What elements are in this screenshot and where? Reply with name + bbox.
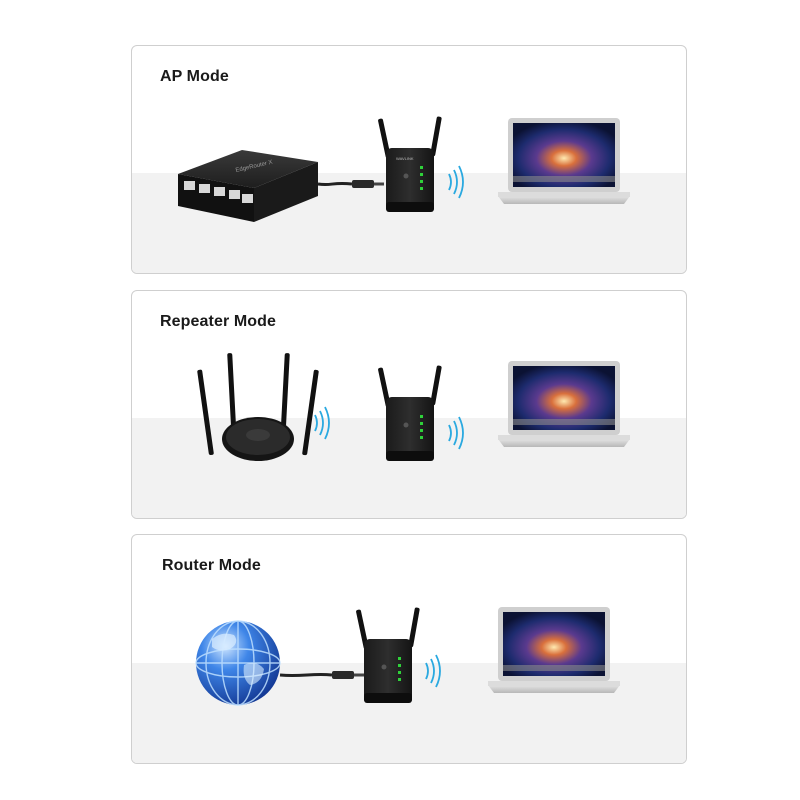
panel-title-repeater-mode: Repeater Mode bbox=[160, 313, 276, 330]
router-mode-scene bbox=[195, 607, 620, 706]
laptop-icon bbox=[498, 118, 630, 204]
laptop-icon bbox=[488, 607, 620, 693]
extender-brand: WAVLINK bbox=[396, 156, 414, 161]
wifi-signal-icon bbox=[314, 406, 330, 440]
panel-title-ap-mode: AP Mode bbox=[160, 68, 229, 85]
wireless-router-icon bbox=[197, 353, 319, 461]
wifi-extender-icon: WAVLINK bbox=[378, 116, 442, 212]
wifi-signal-icon bbox=[448, 165, 464, 199]
laptop-icon bbox=[498, 361, 630, 447]
repeater-mode-scene bbox=[197, 353, 630, 461]
globe-icon bbox=[195, 620, 281, 706]
ap-mode-scene: EdgeRouter X WAVLINK bbox=[178, 116, 630, 222]
ethernet-switch-icon: EdgeRouter X bbox=[178, 150, 318, 222]
wifi-extender-icon bbox=[378, 365, 442, 461]
repeater-mode-panel: Repeater Mode bbox=[131, 290, 687, 519]
wifi-signal-icon bbox=[448, 416, 464, 450]
router-mode-panel: Router Mode bbox=[131, 534, 687, 764]
ethernet-cable-icon bbox=[317, 180, 384, 188]
ethernet-cable-icon bbox=[279, 671, 364, 679]
ap-mode-panel: AP Mode EdgeRouter X bbox=[131, 45, 687, 274]
wifi-extender-icon bbox=[356, 607, 420, 703]
wifi-signal-icon bbox=[425, 654, 441, 688]
panel-title-router-mode: Router Mode bbox=[162, 557, 261, 574]
